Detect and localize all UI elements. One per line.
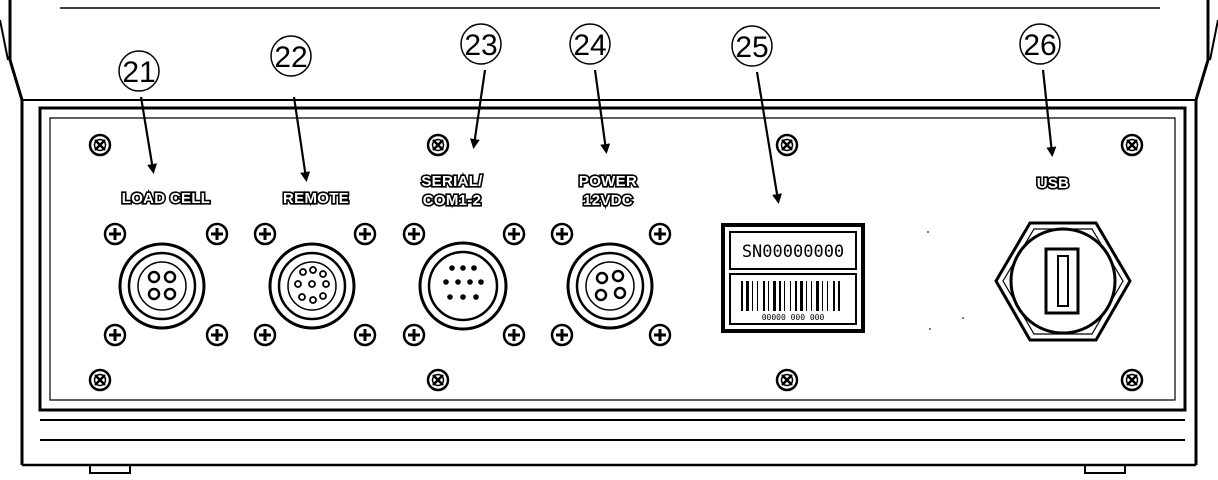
callout-number: 24: [573, 29, 606, 62]
serial-number-plate: [721, 223, 865, 333]
barcode-caption: 00000 000 000: [762, 313, 825, 322]
callout-arrow-26: [1041, 69, 1057, 157]
serial-label-line1: SERIAL/: [421, 173, 483, 190]
remote-label: REMOTE: [283, 190, 349, 207]
callout-26: 26: [1019, 23, 1061, 65]
panel-screw-icon: [1120, 368, 1144, 392]
panel-screw-icon: [1120, 133, 1144, 157]
serial-number-text: SN00000000: [742, 242, 844, 262]
barcode: [741, 281, 840, 311]
panel-screw-icon: [88, 368, 112, 392]
callout-number: 23: [464, 29, 497, 62]
load-cell-connector: [103, 222, 229, 347]
callouts: 21 22 23 24 25 26: [118, 23, 1061, 92]
callout-arrow-25: [755, 71, 782, 204]
callout-arrow-22: [292, 96, 311, 182]
usb-label: USB: [1037, 175, 1070, 192]
remote-connector: [253, 222, 377, 347]
callout-21: 21: [118, 50, 160, 92]
serial-connector: [402, 222, 526, 347]
usb-port: [994, 221, 1132, 342]
port-labels: LOAD CELL REMOTE SERIAL/ COM1-2 POWER 12…: [120, 171, 1070, 210]
panel-screw-icon: [426, 133, 450, 157]
callout-arrows: [139, 69, 1057, 204]
callout-23: 23: [460, 23, 502, 65]
panel-screw-icon: [88, 133, 112, 157]
panel-screw-icon: [426, 368, 450, 392]
callout-number: 21: [122, 56, 155, 89]
power-connector: [550, 222, 672, 347]
panel-screw-icon: [775, 368, 799, 392]
callout-number: 22: [274, 41, 307, 74]
callout-number: 26: [1023, 29, 1056, 62]
callout-arrow-21: [139, 96, 157, 174]
callout-24: 24: [569, 23, 611, 65]
callout-25: 25: [731, 25, 773, 67]
callout-number: 25: [735, 31, 768, 64]
callout-arrow-24: [593, 69, 611, 154]
serial-label-line2: COM1-2: [423, 192, 481, 209]
specks: [927, 231, 964, 330]
callout-22: 22: [270, 35, 312, 77]
power-label-line1: POWER: [579, 173, 637, 190]
callout-arrow-23: [469, 69, 487, 149]
load-cell-label: LOAD CELL: [122, 190, 211, 207]
panel-screw-icon: [775, 133, 799, 157]
power-label-line2: 12VDC: [583, 192, 633, 209]
